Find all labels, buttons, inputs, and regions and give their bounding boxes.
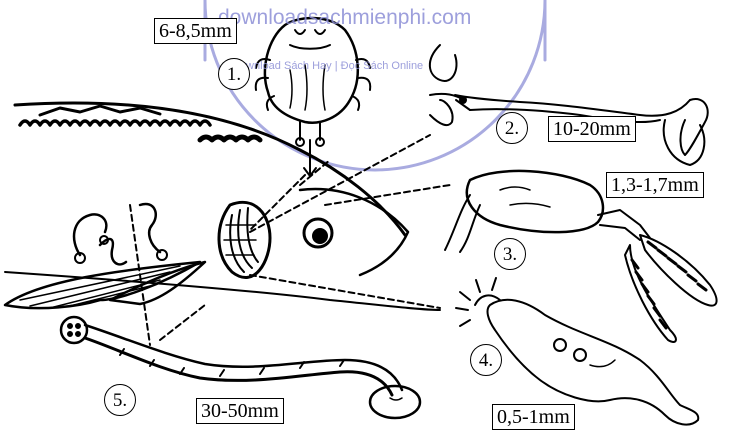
size-label-1: 6-8,5mm [154,18,237,44]
size-label-3: 1,3-1,7mm [606,172,704,198]
watermark-site-text: downloadsachmienphi.com [218,6,471,30]
number-label-1: 1. [218,58,250,90]
size-label-2: 10-20mm [548,116,636,142]
parasite-1-drawing [256,18,371,146]
size-label-4: 0,5-1mm [492,404,575,430]
number-label-4: 4. [470,344,502,376]
size-label-5: 30-50mm [196,398,284,424]
fish-drawing [5,103,440,310]
number-label-3: 3. [494,238,526,270]
parasite-2-drawing [430,45,708,165]
number-label-5: 5. [104,384,136,416]
hook-worms-drawing [74,204,167,264]
number-label-2: 2. [496,112,528,144]
watermark-tagline-text: Download Sách Hay | Đọc Sách Online [232,60,423,72]
